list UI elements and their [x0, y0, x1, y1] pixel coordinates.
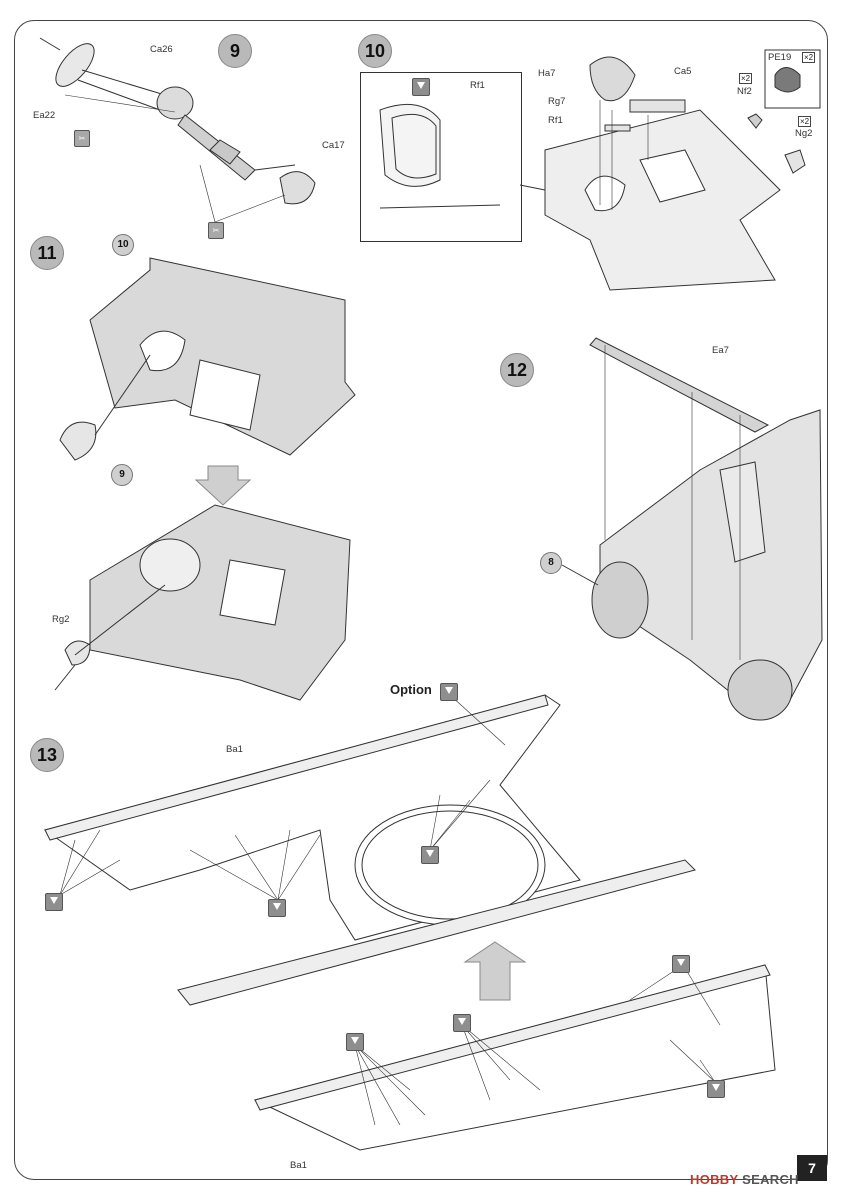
watermark-rest: SEARCH [742, 1172, 799, 1187]
part-label-ba1-top: Ba1 [226, 744, 243, 755]
option-label: Option [390, 682, 432, 697]
step11-drawing [54, 257, 356, 701]
glue-icon [440, 683, 458, 701]
part-label-ng2: Ng2 [795, 128, 813, 139]
step13-drawing [43, 694, 776, 1151]
step9-drawing [39, 37, 316, 223]
subassembly-ref-8: 8 [540, 552, 562, 574]
part-label-ca5: Ca5 [674, 66, 692, 77]
glue-icon [421, 846, 439, 864]
glue-icon [45, 893, 63, 911]
step-10-detail-inset [360, 72, 522, 242]
step12-drawing [561, 337, 823, 721]
glue-icon [268, 899, 286, 917]
part-label-ba1-bottom: Ba1 [290, 1160, 307, 1171]
watermark-brand: HOBBY [690, 1172, 739, 1187]
step-12-number: 12 [500, 353, 534, 387]
page-frame [14, 20, 828, 1180]
part-label-ca17: Ca17 [322, 140, 345, 151]
glue-icon [346, 1033, 364, 1051]
part-label-ha7: Ha7 [538, 68, 556, 79]
subassembly-ref-9: 9 [111, 464, 133, 486]
step-13-number: 13 [30, 738, 64, 772]
subassembly-ref-10: 10 [112, 234, 134, 256]
glue-icon [707, 1080, 725, 1098]
part-label-ea7: Ea7 [712, 345, 729, 356]
page-number: 7 [797, 1155, 827, 1181]
part-label-rg7: Rg7 [548, 96, 566, 107]
step-10-number: 10 [358, 34, 392, 68]
quantity-badge: ×2 [739, 73, 753, 84]
part-label-nf2: Nf2 [737, 86, 752, 97]
watermark: HOBBY SEARCH [690, 1172, 799, 1187]
part-label-ca26: Ca26 [150, 44, 173, 55]
part-label-rf1: Rf1 [548, 115, 563, 126]
step-11-number: 11 [30, 236, 64, 270]
part-removal-icon: ✂ [74, 130, 90, 147]
step10-drawing [379, 49, 821, 291]
part-label-pe19: PE19 [768, 52, 792, 63]
quantity-badge: ×2 [798, 116, 812, 127]
glue-icon [453, 1014, 471, 1032]
part-label-rg2: Rg2 [52, 614, 70, 625]
part-label-ea22: Ea22 [33, 110, 56, 121]
step-9-number: 9 [218, 34, 252, 68]
part-label-rf1-inset: Rf1 [470, 80, 485, 91]
glue-icon [412, 78, 430, 96]
quantity-badge: ×2 [802, 52, 816, 63]
glue-icon [672, 955, 690, 973]
part-removal-icon: ✂ [208, 222, 224, 239]
